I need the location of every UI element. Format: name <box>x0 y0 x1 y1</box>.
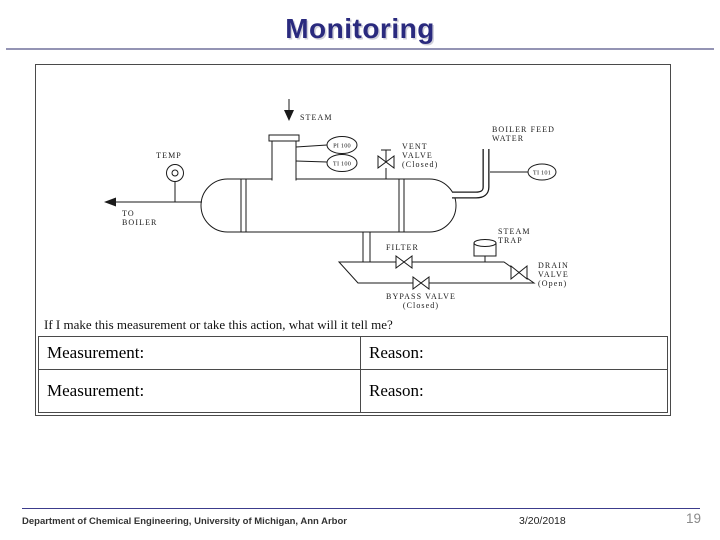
drain-label-3: (Open) <box>538 279 567 288</box>
table-cell-reason-1: Reason: <box>361 337 667 370</box>
table-cell-reason-2: Reason: <box>369 381 424 400</box>
vent-valve-icon <box>377 155 387 169</box>
footer-divider-line <box>22 508 700 509</box>
steam-trap-label-2: TRAP <box>498 236 523 245</box>
bypass-valve-icon <box>412 276 422 290</box>
process-flow-diagram: STEAM TEMP TO BOILER PI 100 <box>104 99 569 310</box>
to-boiler-label-1: TO <box>122 209 135 218</box>
steam-trap-label-1: STEAM <box>498 227 531 236</box>
vessel <box>200 178 457 233</box>
to-boiler-line: TO BOILER <box>104 197 202 227</box>
pi-100-tag: PI 100 <box>333 143 351 150</box>
content-box: STEAM TEMP TO BOILER PI 100 <box>35 64 671 416</box>
footer-department: Department of Chemical Engineering, Univ… <box>22 516 347 527</box>
to-boiler-label-2: BOILER <box>122 218 158 227</box>
bfw-label-1: BOILER FEED <box>492 125 555 134</box>
boiler-feed-water-pipe: BOILER FEED WATER TI 101 <box>452 125 557 199</box>
page-number: 19 <box>686 511 702 526</box>
instrument-bubbles: PI 100 TI 100 <box>295 136 358 172</box>
footer-date: 3/20/2018 <box>519 515 566 527</box>
temp-label: TEMP <box>156 151 182 160</box>
vent-valve: VENT VALVE (Closed) <box>377 142 438 179</box>
vent-label-1: VENT <box>402 142 428 151</box>
ti-100-tag: TI 100 <box>333 161 351 168</box>
vent-label-2: VALVE <box>402 151 433 160</box>
steam-label: STEAM <box>300 113 333 122</box>
title-divider-line <box>6 48 714 50</box>
table-cell-measurement-2: Measurement: <box>39 370 361 412</box>
temperature-gauge: TEMP <box>156 151 184 202</box>
ti-101-tag: TI 101 <box>533 170 551 177</box>
drain-label-1: DRAIN <box>538 261 569 270</box>
condensate-drop-pipe <box>362 232 371 262</box>
vent-label-3: (Closed) <box>402 160 438 169</box>
bypass-label-1: BYPASS VALVE <box>386 292 456 301</box>
bfw-label-2: WATER <box>492 134 524 143</box>
steam-arrow-icon <box>284 110 294 121</box>
table-cell-measurement-1: Measurement: <box>39 337 361 370</box>
slide-title: Monitoring <box>285 13 435 44</box>
bypass-label-2: (Closed) <box>403 301 439 310</box>
drain-valve-icon <box>510 264 520 281</box>
to-boiler-arrow-icon <box>104 197 116 207</box>
filter-icon <box>395 255 405 269</box>
prompt-text: If I make this measurement or take this … <box>44 317 393 332</box>
measurement-reason-table: Measurement: Reason: Measurement: Reason… <box>38 336 668 413</box>
drain-label-2: VALVE <box>538 270 569 279</box>
steam-inlet-nozzle: STEAM <box>268 99 333 181</box>
filter-label: FILTER <box>386 243 419 252</box>
condensate-loop: FILTER STEAM TRAP DRAIN VALVE (Open) BYP… <box>337 227 569 310</box>
